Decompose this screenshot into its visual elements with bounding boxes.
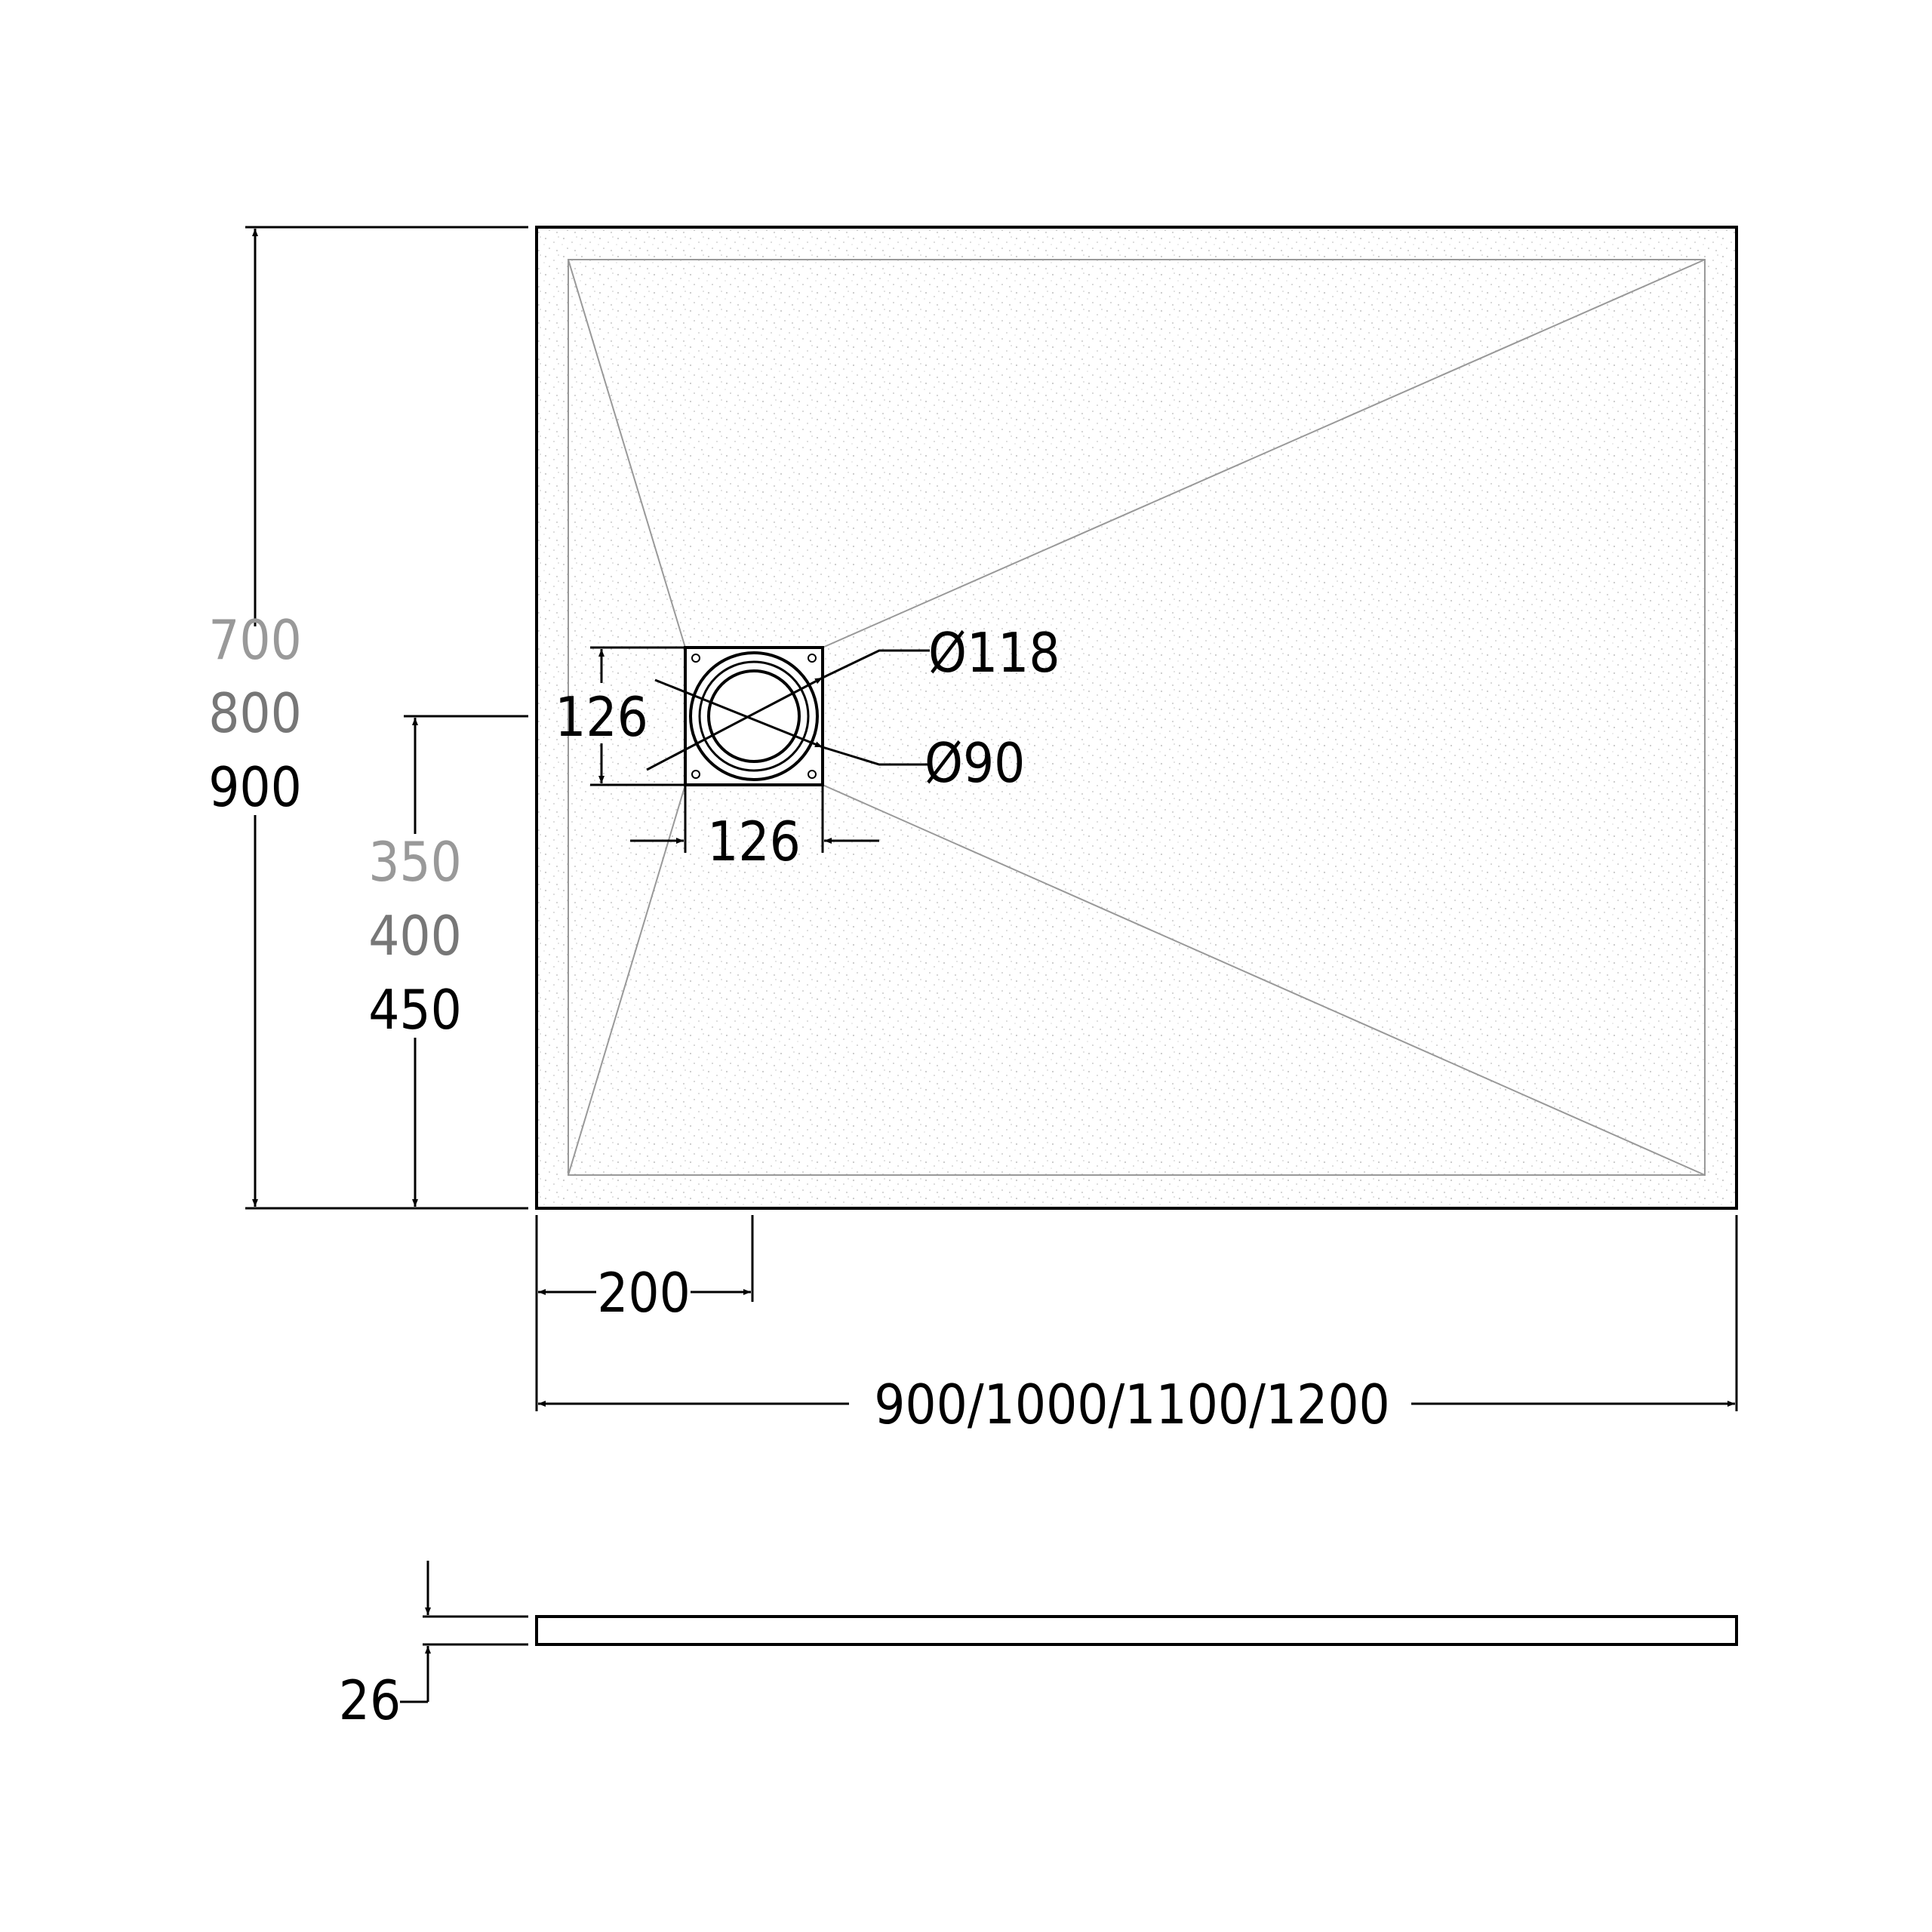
thickness-dimension: 26 xyxy=(339,1561,528,1732)
width-dimension: 900/1000/1100/1200 xyxy=(538,1215,1738,1436)
drain-offset-y-option-450: 450 xyxy=(368,978,462,1041)
drain xyxy=(646,646,930,786)
slope-line-top-left xyxy=(568,259,686,648)
drain-offset-x-dimension: 200 xyxy=(535,1215,754,1411)
slope-line-bottom-left xyxy=(568,784,686,1176)
drain-frame-width-dimension: 126 xyxy=(630,786,879,873)
thickness-label: 26 xyxy=(339,1669,401,1732)
drain-offset-x-label: 200 xyxy=(597,1261,691,1324)
drain-offset-y-option-400: 400 xyxy=(368,904,462,968)
drain-screw-br xyxy=(808,770,817,779)
tray-side-view xyxy=(535,1615,1738,1646)
leader-outer-diameter xyxy=(646,676,823,771)
depth-option-700: 700 xyxy=(208,608,302,672)
drain-frame-height-label: 126 xyxy=(555,685,648,749)
depth-dimension: 700 800 900 xyxy=(208,226,528,1210)
tray-inner-edge xyxy=(568,259,1706,1176)
width-options-label: 900/1000/1100/1200 xyxy=(874,1373,1390,1436)
drain-screw-tr xyxy=(808,654,817,663)
depth-option-900: 900 xyxy=(208,755,302,819)
drain-inner-ring xyxy=(707,669,801,763)
drain-screw-bl xyxy=(691,770,700,779)
drain-offset-y-option-350: 350 xyxy=(368,830,462,894)
leader-inner-diameter xyxy=(654,678,823,749)
drain-frame-width-label: 126 xyxy=(707,810,801,873)
tray-side-profile xyxy=(535,1615,1738,1646)
slope-line-top-right xyxy=(822,259,1706,648)
drain-offset-y-dimension: 350 400 450 xyxy=(368,715,528,1207)
drain-screw-tl xyxy=(691,654,700,663)
drain-inner-diameter-label: Ø90 xyxy=(924,731,1025,795)
slope-line-bottom-right xyxy=(822,784,1706,1176)
leader-inner-diameter-tail xyxy=(822,746,930,766)
drain-mid-ring xyxy=(698,660,810,772)
depth-option-800: 800 xyxy=(208,681,302,745)
drain-frame-height-dimension: 126 xyxy=(555,646,684,786)
leader-outer-diameter-tail xyxy=(822,649,930,679)
drain-outer-diameter-label: Ø118 xyxy=(928,621,1060,685)
